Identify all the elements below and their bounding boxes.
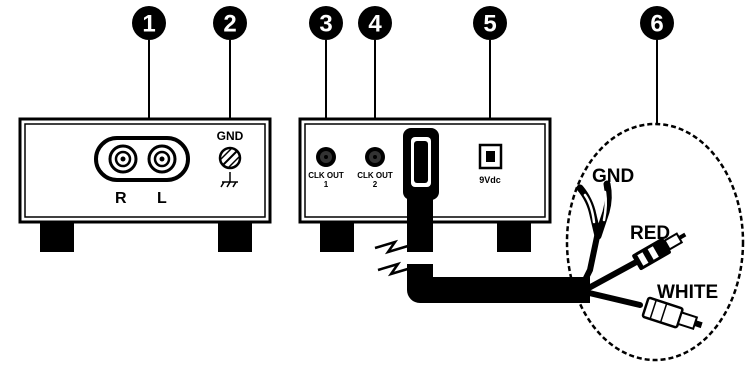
red-rca-plug-icon (632, 232, 687, 271)
callout-5-number: 5 (483, 11, 496, 38)
ground-screw-label: GND (217, 129, 244, 143)
callout-1: 1 (132, 6, 166, 40)
left-unit: R L GND (18, 117, 272, 252)
clk-out-1-number: 1 (324, 180, 329, 189)
rca-jack-left (147, 144, 177, 174)
clk-out-2-number: 2 (373, 180, 378, 189)
ground-screw-icon (218, 146, 242, 170)
breakout-wires (577, 229, 643, 308)
clk-out-2-label: CLK OUT (357, 171, 393, 180)
callout-6-number: 6 (650, 11, 663, 38)
white-rca-plug-icon (641, 296, 703, 331)
clk-out-1-label: CLK OUT (308, 171, 344, 180)
cable-break-mark (374, 239, 433, 277)
gnd-spade-terminal-icon (576, 180, 612, 240)
callout-5: 5 (473, 6, 507, 40)
callout-3: 3 (309, 6, 343, 40)
wire-label-red: RED (630, 223, 670, 244)
power-jack-label: 9Vdc (479, 175, 501, 185)
cable-detail-ellipse (565, 122, 745, 362)
rca-jack-right (108, 144, 138, 174)
cable-assembly (374, 128, 590, 303)
callout-4: 4 (358, 6, 392, 40)
callout-1-number: 1 (142, 11, 155, 38)
callout-2-number: 2 (223, 11, 236, 38)
power-jack-icon (478, 143, 503, 170)
clk-out-1-jack (316, 147, 336, 167)
callout-2: 2 (213, 6, 247, 40)
callout-3-number: 3 (319, 11, 332, 38)
wire-label-gnd: GND (592, 166, 634, 187)
left-unit-foot-right (218, 218, 252, 252)
rca-label-l: L (157, 190, 167, 207)
callout-4-number: 4 (368, 11, 382, 38)
wire-label-white: WHITE (657, 282, 718, 303)
earth-ground-icon (220, 172, 238, 188)
rca-label-r: R (115, 190, 127, 207)
clk-out-2-jack (365, 147, 385, 167)
callout-6: 6 (640, 6, 674, 40)
left-unit-foot-left (40, 218, 74, 252)
right-unit-foot-right (497, 218, 531, 252)
right-unit-foot-left (320, 218, 354, 252)
